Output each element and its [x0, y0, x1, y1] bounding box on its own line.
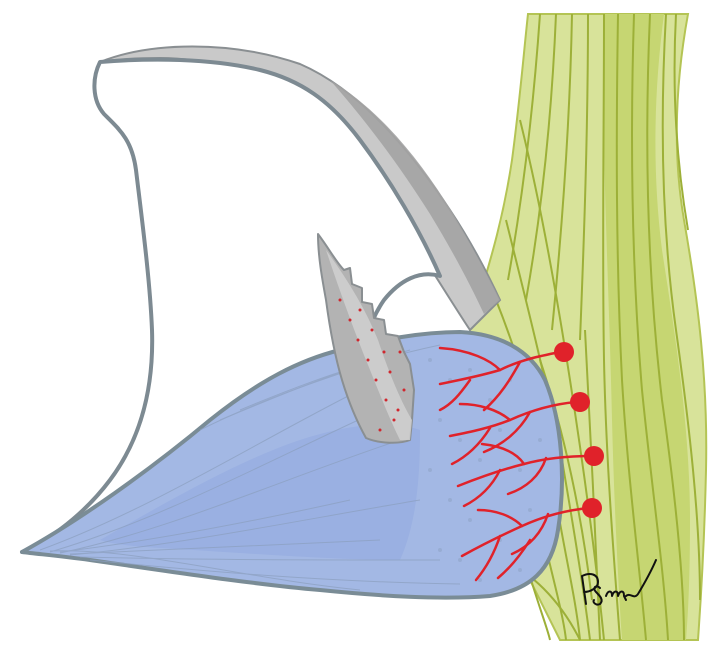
- red-bulb: [570, 392, 590, 412]
- blue-gland-body: [22, 332, 562, 598]
- red-bulb: [554, 342, 574, 362]
- red-bulb: [582, 498, 602, 518]
- red-bulb: [584, 446, 604, 466]
